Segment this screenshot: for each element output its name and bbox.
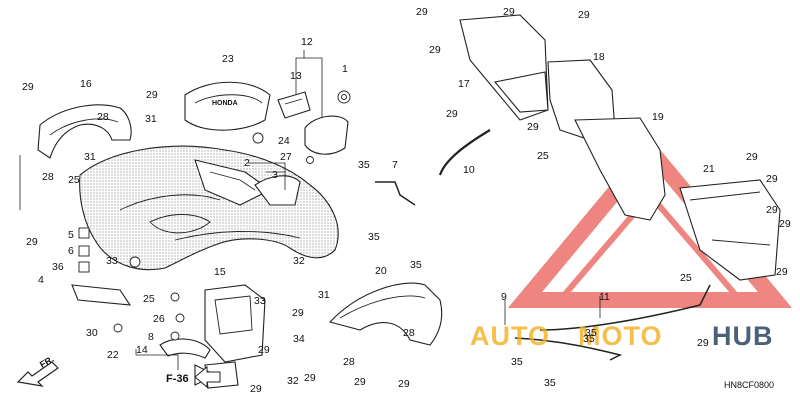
callout-number[interactable]: 22 [107, 349, 119, 361]
callout-number[interactable]: 14 [136, 344, 148, 356]
callout-number[interactable]: 29 [292, 307, 304, 319]
callout-number[interactable]: 8 [148, 331, 154, 343]
callout-number[interactable]: 29 [527, 121, 539, 133]
callout-number[interactable]: 4 [38, 274, 44, 286]
callout-number[interactable]: 5 [68, 229, 74, 241]
callout-number[interactable]: 25 [537, 150, 549, 162]
callout-number[interactable]: 13 [290, 70, 302, 82]
callout-number[interactable]: 29 [22, 81, 34, 93]
callout-number[interactable]: 24 [278, 135, 290, 147]
callout-number[interactable]: 31 [318, 289, 330, 301]
callout-number[interactable]: 11 [599, 291, 610, 303]
callout-number[interactable]: 29 [146, 89, 158, 101]
callout-number[interactable]: 25 [143, 293, 155, 305]
callout-number[interactable]: 33 [106, 255, 118, 267]
callout-number[interactable]: 30 [86, 327, 98, 339]
callout-number[interactable]: 12 [301, 36, 313, 48]
callout-number[interactable]: 25 [680, 272, 692, 284]
callout-number[interactable]: 2 [244, 157, 250, 169]
watermark-word2: MOTO [578, 321, 663, 351]
callout-number[interactable]: 32 [293, 255, 305, 267]
callout-number[interactable]: 29 [779, 218, 791, 230]
callout-number[interactable]: 15 [214, 266, 226, 278]
callout-number[interactable]: 29 [446, 108, 458, 120]
callout-number[interactable]: 35 [358, 159, 370, 171]
callout-number[interactable]: 33 [254, 295, 266, 307]
right-fender-assembly [459, 14, 781, 281]
front-fender-body [79, 145, 339, 271]
leader-lines [19, 50, 601, 370]
callout-number[interactable]: 27 [280, 151, 292, 163]
front-cover-decal: HONDA [184, 81, 271, 131]
front-lower-parts [71, 227, 266, 389]
callout-number[interactable]: 29 [429, 44, 441, 56]
callout-number[interactable]: 29 [398, 378, 410, 390]
callout-number[interactable]: 35 [511, 356, 523, 368]
figure-reference-label: F-36 [166, 373, 189, 385]
watermark-logo: AUTO MOTO HUB [470, 321, 774, 351]
callout-number[interactable]: 20 [375, 265, 387, 277]
callout-number[interactable]: 3 [272, 169, 278, 181]
callout-number[interactable]: 28 [42, 171, 54, 183]
front-arrow-icon [16, 361, 59, 387]
fuel-lid-assembly [252, 90, 351, 164]
callout-number[interactable]: 36 [52, 261, 64, 273]
decal-logo-text: HONDA [212, 100, 238, 107]
callout-number[interactable]: 6 [68, 245, 74, 257]
watermark-word3: HUB [712, 321, 774, 351]
callout-number[interactable]: 29 [304, 372, 316, 384]
callout-number[interactable]: 28 [97, 111, 109, 123]
callout-number[interactable]: 29 [503, 6, 515, 18]
callout-number[interactable]: 16 [80, 78, 92, 90]
callout-number[interactable]: 29 [746, 151, 758, 163]
callout-number[interactable]: 31 [84, 151, 96, 163]
figure-reference[interactable]: F-36 [166, 365, 221, 389]
inner-fender [328, 282, 443, 346]
callout-number[interactable]: 29 [578, 9, 590, 21]
callout-number[interactable]: 28 [403, 327, 415, 339]
callout-number[interactable]: 35 [368, 231, 380, 243]
callout-number[interactable]: 35 [583, 333, 595, 345]
diagram-code: HN8CF0800 [724, 380, 774, 390]
callout-number[interactable]: 23 [222, 53, 234, 65]
reference-arrow-icon [194, 365, 221, 389]
callout-number[interactable]: 1 [342, 63, 348, 75]
callout-number[interactable]: 29 [354, 376, 366, 388]
callout-number[interactable]: 29 [250, 383, 262, 395]
callout-number[interactable]: 17 [458, 78, 470, 90]
callout-number[interactable]: 29 [766, 173, 778, 185]
callout-number[interactable]: 29 [258, 344, 270, 356]
callout-number[interactable]: 29 [26, 236, 38, 248]
callout-number[interactable]: 26 [153, 313, 165, 325]
callout-number[interactable]: 32 [287, 375, 299, 387]
callout-number[interactable]: 34 [293, 333, 305, 345]
callout-number[interactable]: 35 [544, 377, 556, 389]
callout-number[interactable]: 35 [410, 259, 422, 271]
fender-extension-left [37, 104, 132, 159]
cables [375, 129, 711, 361]
callout-number[interactable]: 7 [392, 159, 398, 171]
callout-number[interactable]: 25 [68, 174, 80, 186]
watermark-word1: AUTO [470, 321, 550, 351]
callout-number[interactable]: 35 [585, 327, 597, 339]
callout-number[interactable]: 28 [343, 356, 355, 368]
callout-number[interactable]: 21 [703, 163, 715, 175]
callout-number[interactable]: 19 [652, 111, 664, 123]
callout-number[interactable]: 29 [766, 204, 778, 216]
callout-number[interactable]: 29 [416, 6, 428, 18]
callout-number[interactable]: 29 [776, 266, 788, 278]
callout-number[interactable]: 31 [145, 113, 157, 125]
callout-number[interactable]: 18 [593, 51, 605, 63]
callout-number[interactable]: 9 [501, 291, 507, 303]
callout-number[interactable]: 29 [697, 337, 709, 349]
front-direction-arrow: FR. [16, 354, 59, 387]
callout-number[interactable]: 10 [463, 164, 475, 176]
